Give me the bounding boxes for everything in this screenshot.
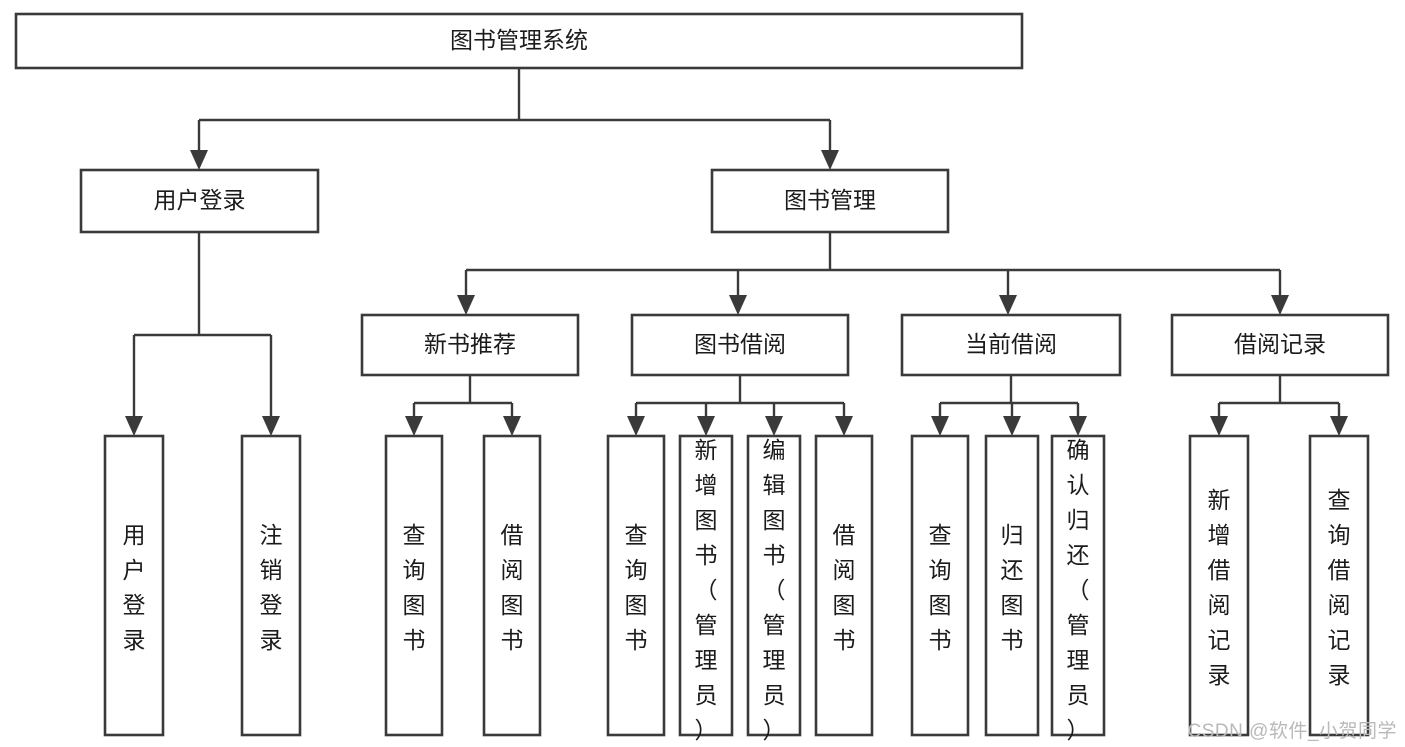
- node-box: [678, 434, 734, 737]
- node-leaf-add-book[interactable]: 新增图书（管理员）: [678, 434, 734, 743]
- node-label: 借阅图书: [833, 522, 856, 653]
- node-current-borrow[interactable]: 当前借阅: [900, 313, 1122, 377]
- arrow-head-icon: [1210, 416, 1228, 436]
- node-leaf-logout-login[interactable]: 注销登录: [240, 434, 302, 737]
- node-box: [606, 434, 666, 737]
- node-leaf-query-book-rec[interactable]: 查询图书: [384, 434, 444, 737]
- arrow-head-icon: [931, 416, 949, 436]
- node-box: [482, 434, 542, 737]
- node-label: 查询图书: [929, 522, 952, 653]
- arrow-head-icon: [457, 295, 475, 315]
- node-root[interactable]: 图书管理系统: [14, 12, 1024, 70]
- node-user-login[interactable]: 用户登录: [79, 168, 320, 234]
- node-leaf-borrow-book-bw[interactable]: 借阅图书: [814, 434, 874, 737]
- node-box: [79, 168, 320, 234]
- arrow-head-icon: [999, 295, 1017, 315]
- node-label: 查询图书: [625, 522, 648, 653]
- node-leaf-borrow-book-rec[interactable]: 借阅图书: [482, 434, 542, 737]
- node-leaf-user-login[interactable]: 用户登录: [103, 434, 165, 737]
- node-label: 新增借阅记录: [1208, 487, 1231, 688]
- node-leaf-confirm-return[interactable]: 确认归还（管理员）: [1050, 434, 1106, 743]
- arrow-head-icon: [1003, 416, 1021, 436]
- arrow-head-icon: [503, 416, 521, 436]
- node-label: 图书管理: [784, 187, 876, 213]
- node-label: 借阅记录: [1234, 331, 1326, 357]
- node-box: [240, 434, 302, 737]
- arrow-head-icon: [821, 150, 839, 170]
- node-leaf-query-record[interactable]: 查询借阅记录: [1308, 434, 1370, 737]
- node-box: [1170, 313, 1390, 377]
- node-box: [360, 313, 580, 377]
- connector-layer: [125, 68, 1348, 436]
- node-label: 新增图书（管理员）: [695, 437, 718, 743]
- arrow-head-icon: [1069, 416, 1087, 436]
- arrow-head-icon: [1330, 416, 1348, 436]
- node-label: 借阅图书: [501, 522, 524, 653]
- node-leaf-query-book-bw[interactable]: 查询图书: [606, 434, 666, 737]
- arrow-head-icon: [697, 416, 715, 436]
- node-book-borrow[interactable]: 图书借阅: [630, 313, 850, 377]
- node-box: [103, 434, 165, 737]
- node-box: [900, 313, 1122, 377]
- node-label: 当前借阅: [965, 331, 1057, 357]
- node-leaf-query-book-cur[interactable]: 查询图书: [910, 434, 970, 737]
- node-box: [384, 434, 444, 737]
- node-box: [1050, 434, 1106, 737]
- node-book-manage[interactable]: 图书管理: [710, 168, 950, 234]
- node-label: 用户登录: [123, 522, 146, 653]
- node-box: [910, 434, 970, 737]
- node-label: 归还图书: [1001, 522, 1024, 653]
- node-leaf-add-record[interactable]: 新增借阅记录: [1188, 434, 1250, 737]
- node-box: [710, 168, 950, 234]
- node-box: [746, 434, 802, 737]
- arrow-head-icon: [729, 295, 747, 315]
- csdn-watermark: CSDN @软件_小贺同学: [1187, 721, 1397, 742]
- arrow-head-icon: [1271, 295, 1289, 315]
- node-label: 图书管理系统: [450, 27, 588, 53]
- node-label: 查询图书: [403, 522, 426, 653]
- node-box: [814, 434, 874, 737]
- node-leaf-return-book[interactable]: 归还图书: [984, 434, 1040, 737]
- arrow-head-icon: [125, 416, 143, 436]
- node-label: 注销登录: [260, 522, 283, 653]
- node-label: 新书推荐: [424, 331, 516, 357]
- node-label: 图书借阅: [694, 331, 786, 357]
- node-layer: 图书管理系统用户登录图书管理新书推荐图书借阅当前借阅借阅记录用户登录注销登录查询…: [14, 12, 1390, 743]
- arrow-head-icon: [835, 416, 853, 436]
- node-label: 确认归还（管理员）: [1067, 437, 1090, 743]
- arrow-head-icon: [627, 416, 645, 436]
- node-borrow-record[interactable]: 借阅记录: [1170, 313, 1390, 377]
- arrow-head-icon: [190, 150, 208, 170]
- node-box: [630, 313, 850, 377]
- node-new-book-recommend[interactable]: 新书推荐: [360, 313, 580, 377]
- arrow-head-icon: [262, 416, 280, 436]
- node-leaf-edit-book[interactable]: 编辑图书（管理员）: [746, 434, 802, 743]
- arrow-head-icon: [405, 416, 423, 436]
- node-label: 编辑图书（管理员）: [763, 437, 786, 743]
- node-box: [1308, 434, 1370, 737]
- node-box: [1188, 434, 1250, 737]
- node-label: 用户登录: [154, 187, 246, 213]
- arrow-head-icon: [765, 416, 783, 436]
- node-box: [984, 434, 1040, 737]
- node-label: 查询借阅记录: [1328, 487, 1351, 688]
- node-box: [14, 12, 1024, 70]
